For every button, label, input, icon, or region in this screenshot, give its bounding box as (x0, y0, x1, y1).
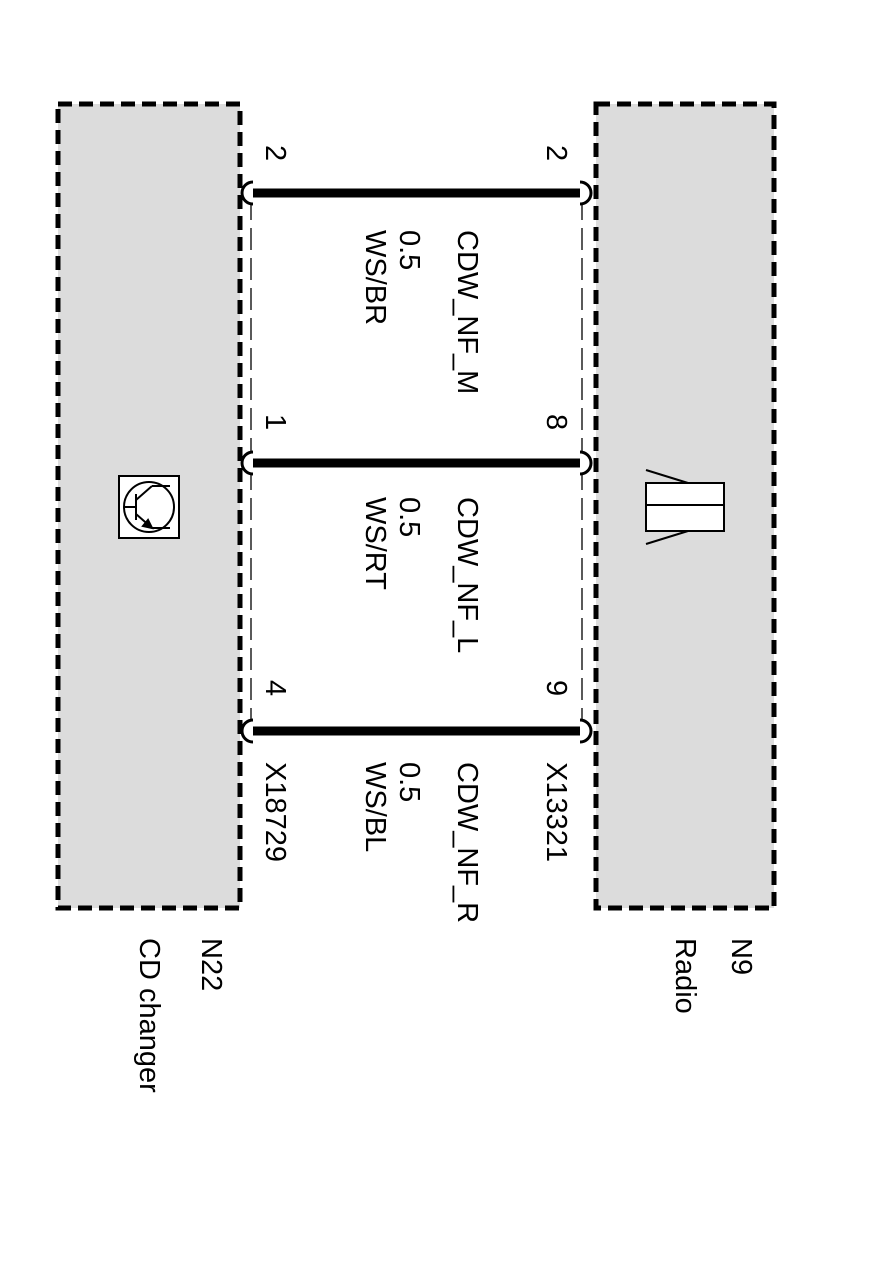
cd-changer-name-label: CD changer (133, 938, 165, 1093)
wire-signal-label: CDW_NF_R (451, 762, 483, 923)
wire-color-label: WS/RT (359, 497, 391, 590)
cd-changer-code-label: N22 (195, 938, 227, 991)
cd-connector-code: X18729 (259, 762, 291, 862)
wire-size-label: 0.5 (393, 762, 425, 802)
pin-terminal (240, 450, 254, 476)
radio-pin-number: 8 (540, 414, 572, 430)
wire-size-label: 0.5 (393, 497, 425, 537)
wire-signal-label: CDW_NF_M (451, 230, 483, 394)
speaker-icon (645, 469, 725, 545)
cd-pin-number: 2 (259, 145, 291, 161)
radio-pin-number: 2 (540, 145, 572, 161)
wire-color-label: WS/BL (359, 762, 391, 852)
radio-name-label: Radio (669, 938, 701, 1014)
pin-terminal (579, 180, 593, 206)
cd-pin-number: 4 (259, 680, 291, 696)
wire-color-label: WS/BR (359, 230, 391, 325)
pin-terminal (240, 180, 254, 206)
pin-terminal (579, 450, 593, 476)
wire-size-label: 0.5 (393, 230, 425, 270)
wire-signal-label: CDW_NF_L (451, 497, 483, 653)
radio-connector-code: X13321 (540, 762, 572, 862)
radio-code-label: N9 (725, 938, 757, 975)
pin-terminal (240, 718, 254, 744)
cd-pin-number: 1 (259, 414, 291, 430)
transistor-icon (118, 475, 180, 539)
radio-pin-number: 9 (540, 680, 572, 696)
pin-terminal (579, 718, 593, 744)
